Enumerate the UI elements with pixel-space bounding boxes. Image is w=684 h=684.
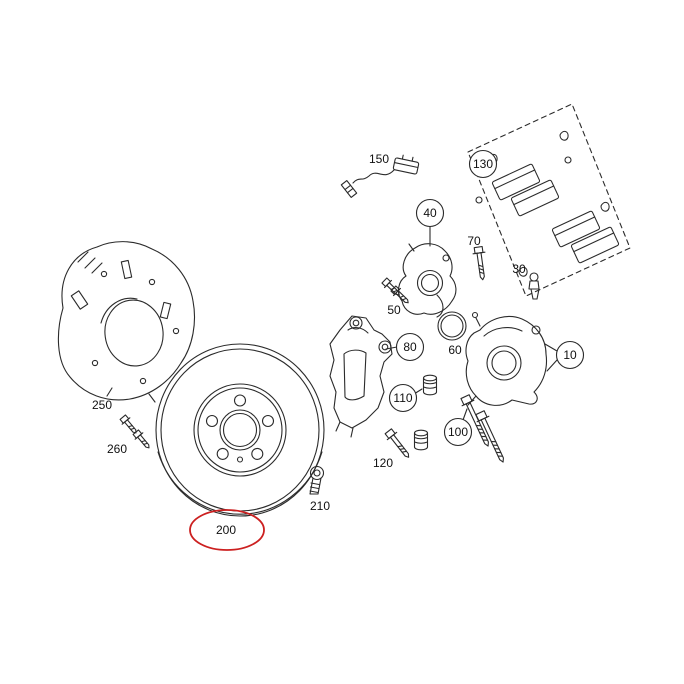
- callout-260-label: 260: [107, 442, 127, 456]
- callout-110: 110: [388, 383, 418, 413]
- callout-200-label: 200: [216, 523, 236, 537]
- o-ring-drawing: [437, 311, 467, 341]
- callout-40: 40: [415, 198, 445, 228]
- guide-bushings-drawing: [413, 374, 438, 451]
- retainer-screws-drawing: [380, 276, 413, 307]
- callouts-layer: 130 40 10 80 110 100 150 50 70 30 60 120…: [92, 149, 585, 551]
- diagram-art: [57, 103, 631, 517]
- splash-shield-drawing: [57, 241, 196, 403]
- actuator-drawing: [397, 243, 457, 318]
- callout-120-label: 120: [373, 456, 393, 470]
- callout-70-label: 70: [467, 234, 481, 248]
- callout-130: 130: [468, 149, 498, 179]
- callout-40-label: 40: [423, 206, 437, 220]
- callout-50-label: 50: [387, 303, 401, 317]
- callout-110-circle: [388, 383, 418, 413]
- callout-80-circle: [395, 332, 425, 362]
- callout-130-label: 130: [473, 157, 493, 171]
- caliper-drawing: [465, 311, 548, 406]
- callout-30-label: 30: [512, 262, 526, 276]
- callout-10: 10: [555, 340, 585, 370]
- brake-disc-drawing: [155, 343, 325, 517]
- callout-100: 100: [443, 417, 473, 447]
- callout-10-label: 10: [563, 348, 577, 362]
- caliper-bracket-drawing: [329, 315, 393, 438]
- caliper-bolt-drawing: [471, 245, 490, 282]
- callout-110-label: 110: [393, 391, 412, 405]
- callout-10-circle: [555, 340, 585, 370]
- valve-drawing: [528, 272, 540, 300]
- callout-250-label: 250: [92, 398, 112, 412]
- callout-100-circle: [443, 417, 473, 447]
- callout-150-label: 150: [369, 152, 389, 166]
- callout-80: 80: [395, 332, 425, 362]
- wear-sensor-drawing: [340, 154, 420, 199]
- callout-200: 200: [189, 509, 265, 551]
- disc-screw-drawing: [309, 465, 325, 495]
- callout-210-label: 210: [310, 499, 330, 513]
- callout-60-label: 60: [448, 343, 462, 357]
- brake-pads-box-drawing: [467, 103, 631, 297]
- highlight-ellipse-200: [189, 509, 265, 551]
- callout-80-label: 80: [403, 340, 417, 354]
- callout-130-circle: [468, 149, 498, 179]
- callout-100-label: 100: [448, 425, 468, 439]
- callout-40-circle: [415, 198, 445, 228]
